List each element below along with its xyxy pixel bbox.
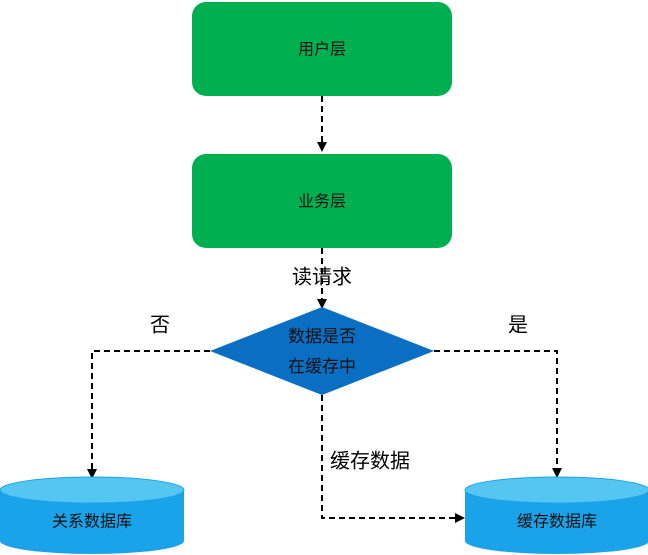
cache-data-label: 缓存数据	[330, 449, 410, 473]
business-layer-label: 业务层	[298, 192, 346, 211]
decision-label-line1: 数据是否	[288, 327, 356, 347]
relational-db-node: 关系数据库	[0, 476, 185, 554]
edge-decision-cache-data	[321, 395, 465, 523]
decision-node: 数据是否 在缓存中	[210, 307, 434, 395]
read-request-label: 读请求	[292, 265, 352, 289]
business-layer-node: 业务层	[192, 154, 452, 248]
connectors	[87, 96, 562, 523]
yes-label: 是	[508, 313, 528, 337]
cache-db-node: 缓存数据库	[464, 476, 648, 554]
user-layer-node: 用户层	[192, 2, 452, 96]
edge-decision-no	[87, 350, 210, 479]
no-label: 否	[150, 313, 170, 337]
decision-label-line2: 在缓存中	[288, 357, 356, 377]
cache-db-label: 缓存数据库	[517, 512, 597, 531]
edge-decision-yes	[434, 350, 562, 478]
relational-db-label: 关系数据库	[52, 512, 132, 531]
user-layer-label: 用户层	[298, 40, 346, 59]
